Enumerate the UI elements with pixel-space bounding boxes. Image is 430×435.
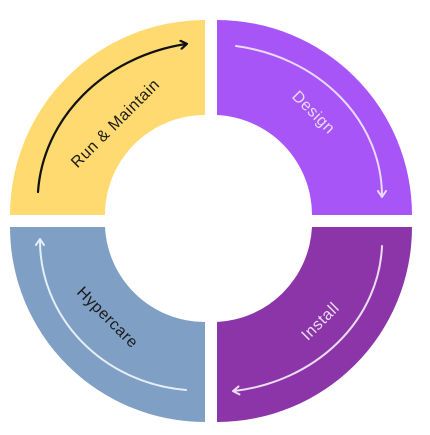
segment-hypercare-shape xyxy=(10,227,205,422)
segment-design: Design xyxy=(217,20,412,215)
segment-run-maintain-shape xyxy=(10,20,205,215)
segment-hypercare: Hypercare xyxy=(10,227,205,422)
hypercare-arrow-icon xyxy=(34,238,187,391)
segment-install: Install xyxy=(217,227,412,422)
install-arrow-icon xyxy=(232,245,383,396)
segment-install-shape xyxy=(217,227,412,422)
run-maintain-arrow-icon xyxy=(36,44,186,194)
segment-run-maintain: Run & Maintain xyxy=(10,20,205,215)
segment-design-shape xyxy=(217,20,412,215)
design-arrow-icon xyxy=(235,45,387,198)
